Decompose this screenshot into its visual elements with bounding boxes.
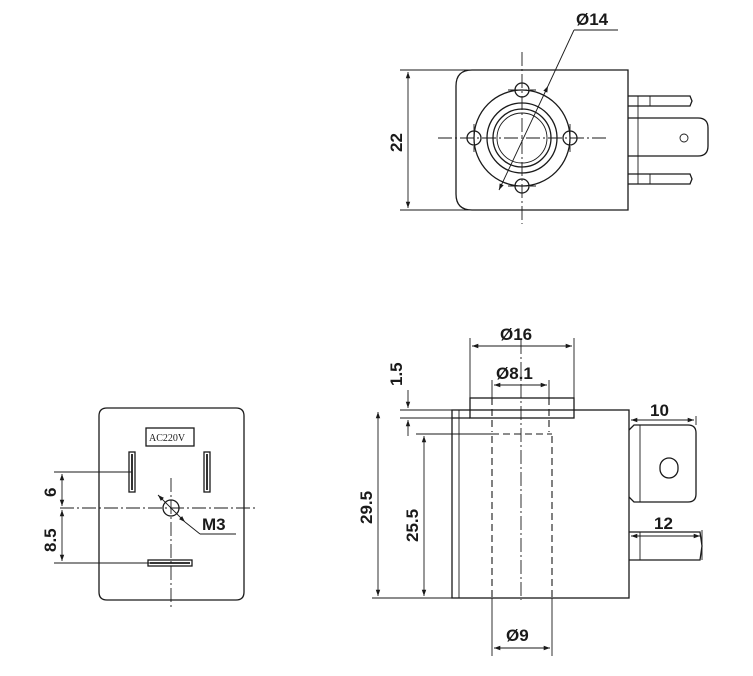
dim-front-12: 12: [631, 514, 703, 560]
voltage-label-box: [145, 427, 195, 447]
label-22: 22: [387, 133, 406, 152]
label-10: 10: [650, 401, 669, 420]
label-dia9: Ø9: [506, 626, 529, 645]
dim-front-29-5: 29.5: [357, 412, 452, 599]
side-view-pins: [128, 451, 211, 567]
side-view: AC220V 6 8.5 M3: [41, 407, 258, 610]
label-dia14: Ø14: [576, 10, 609, 29]
top-view-body: [455, 69, 629, 211]
label-8-5: 8.5: [41, 528, 60, 552]
front-view-body: [451, 409, 630, 599]
label-1-5: 1.5: [387, 362, 406, 386]
dim-front-dia8-1: Ø8.1: [491, 364, 550, 398]
label-29-5: 29.5: [357, 491, 376, 524]
label-dia16: Ø16: [500, 325, 532, 344]
dim-front-1-5: 1.5: [387, 362, 452, 436]
dim-top-dia14: Ø14: [498, 10, 618, 191]
dim-side-m3: M3: [157, 494, 236, 535]
label-25-5: 25.5: [403, 509, 422, 542]
front-view: Ø16 Ø8.1 1.5 29.5 25.5: [357, 325, 703, 656]
label-dia8-1: Ø8.1: [496, 364, 533, 383]
dim-top-22: 22: [387, 69, 472, 211]
dim-front-dia16: Ø16: [469, 325, 575, 398]
label-12: 12: [654, 514, 673, 533]
front-view-terminals: [628, 424, 703, 561]
dim-side-6-8-5: 6 8.5: [41, 471, 150, 564]
front-view-bore: [491, 340, 553, 600]
front-view-flange: [469, 397, 575, 419]
dim-front-25-5: 25.5: [403, 433, 492, 596]
top-view: Ø14 22: [387, 10, 709, 224]
top-view-terminals: [628, 95, 709, 185]
top-view-flange: [438, 52, 608, 224]
voltage-label: AC220V: [149, 433, 186, 444]
label-6: 6: [41, 488, 60, 497]
label-m3: M3: [202, 515, 226, 534]
dim-front-10: 10: [631, 401, 697, 425]
dim-front-dia9: Ø9: [491, 598, 553, 656]
side-view-body: [98, 407, 245, 601]
